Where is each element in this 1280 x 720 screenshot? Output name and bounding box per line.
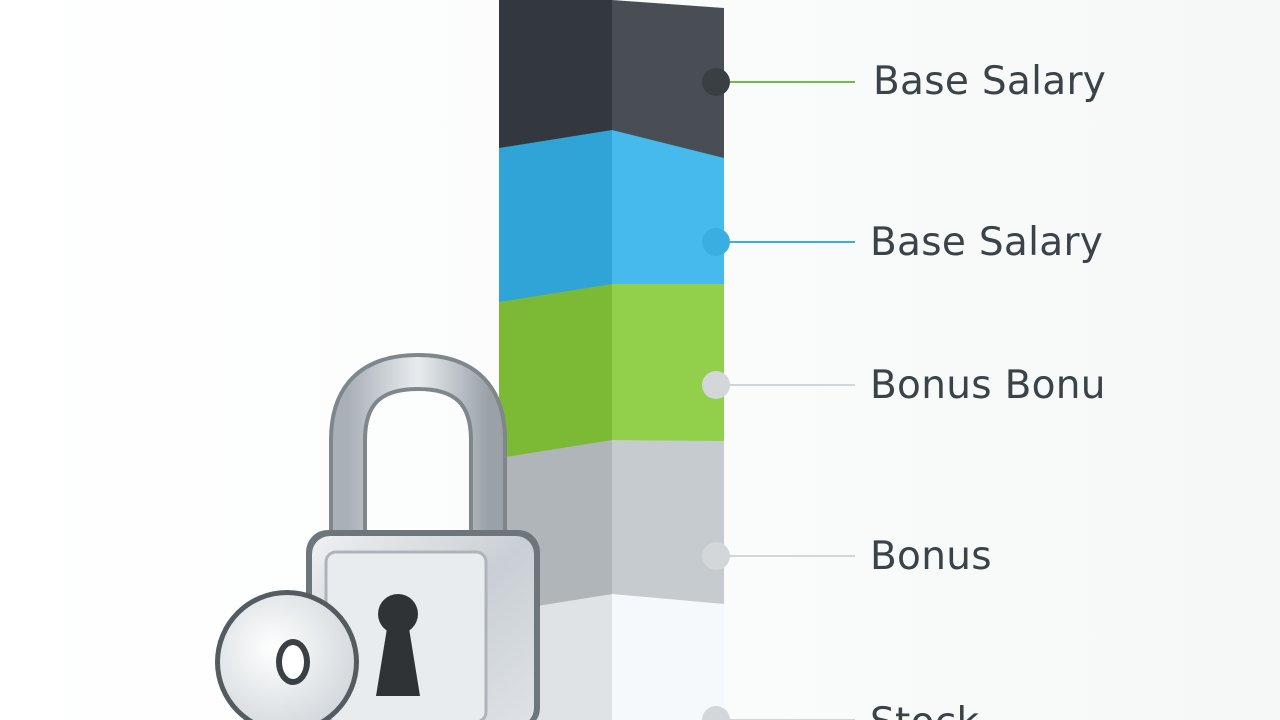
column-segment-right-face xyxy=(612,130,724,308)
column-segment-left-face xyxy=(499,130,612,302)
connector-dot xyxy=(702,228,730,256)
segment-label-bonus: Bonus xyxy=(870,534,992,579)
connector-dot xyxy=(702,371,730,399)
key-icon xyxy=(215,590,359,720)
segment-label-stock: Stock xyxy=(870,703,979,720)
column-segment-left-face xyxy=(499,284,612,458)
connector-lines xyxy=(702,68,855,720)
column-segment-right-face xyxy=(612,284,724,462)
column-segment-right-face xyxy=(612,440,724,620)
connector-dot xyxy=(702,68,730,96)
column-segment-left-face xyxy=(499,0,612,148)
column-segment-right-face xyxy=(612,594,724,720)
segment-label-base-salary: Base Salary xyxy=(870,220,1104,265)
column-segment-right-face xyxy=(612,0,724,158)
connector-dot xyxy=(702,542,730,570)
connector-dot xyxy=(702,706,730,720)
padlock-icon xyxy=(306,352,540,720)
segment-label-base-salary-top: Base Salary xyxy=(873,59,1107,104)
segment-label-bonus-bonu: Bonus Bonu xyxy=(870,363,1106,408)
